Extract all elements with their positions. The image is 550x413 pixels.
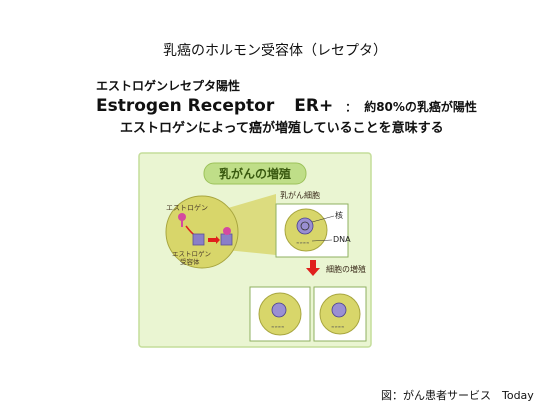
receptor-icon [192, 233, 205, 246]
bound-estrogen-icon [223, 227, 231, 235]
breast-cancer-growth-diagram: 乳がんの増殖 エストロゲン エストロゲン受容体 乳がん細胞 ∞∞∞∞ 核 DNA… [138, 152, 372, 348]
daughter-dna-right-icon: ∞∞∞∞ [331, 324, 344, 329]
estrogen-stem-icon [181, 220, 183, 227]
source-credit: 図：がん患者サービス Today [381, 389, 534, 402]
nucleus-label: 核 [335, 210, 343, 220]
cancer-cell-label: 乳がん細胞 [280, 190, 320, 200]
estrogen-molecule-icon [178, 213, 186, 221]
diagram-heading: 乳がんの増殖 [219, 166, 291, 181]
positive-rate-fact: 約80%の乳癌が陽性 [364, 100, 477, 114]
bound-receptor-icon [220, 233, 233, 246]
receptor-label: エストロゲン受容体 [172, 249, 211, 266]
daughter-nucleus-left-icon [271, 302, 287, 318]
explanation-text: エストロゲンによって癌が増殖していることを意味する [120, 121, 444, 136]
nucleus-detail-icon [300, 221, 310, 231]
growth-arrow-icon [306, 260, 320, 276]
dna-label: DNA [333, 235, 351, 244]
receptor-name: Estrogen Receptor [96, 96, 275, 116]
dna-pointer [311, 239, 333, 242]
subheading: エストロゲンレセプタ陽性 [96, 79, 241, 93]
daughter-nucleus-right-icon [331, 302, 347, 318]
estrogen-label: エストロゲン [166, 203, 208, 212]
nucleus-icon [296, 217, 314, 235]
diagram-heading-pill [203, 162, 307, 185]
daughter-dna-left-icon: ∞∞∞∞ [271, 324, 284, 329]
dna-strand-icon: ∞∞∞∞ [296, 240, 309, 245]
main-line: Estrogen Receptor ER+ ： 約80%の乳癌が陽性 [96, 96, 477, 116]
growth-label: 細胞の増殖 [326, 264, 366, 274]
separator: ： [345, 101, 357, 114]
receptor-abbr: ER+ [294, 96, 334, 116]
page-title: 乳癌のホルモン受容体（レセプタ） [163, 43, 387, 59]
nucleus-pointer [311, 215, 335, 223]
activation-arrow-icon [208, 236, 220, 244]
